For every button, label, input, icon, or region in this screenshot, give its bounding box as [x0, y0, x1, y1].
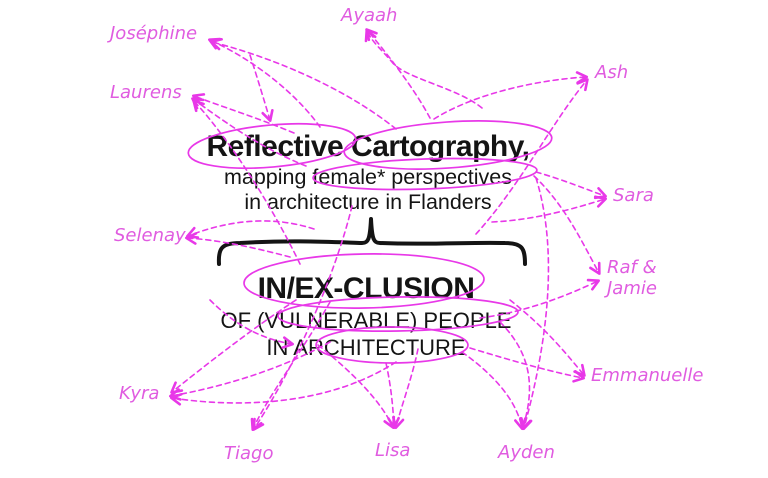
dashed-arrow: [192, 93, 295, 134]
participant-name-ash: Ash: [595, 62, 629, 83]
page-title: Reflective Cartography,: [206, 130, 530, 163]
dashed-arrow: [169, 361, 397, 406]
dashed-arrow: [364, 29, 483, 109]
participant-name-emmanuelle: Emmanuelle: [591, 365, 704, 386]
participant-name-tiago: Tiago: [224, 443, 274, 464]
participant-name-raf-jamie: Raf & Jamie: [607, 257, 657, 299]
dashed-arrow: [249, 54, 274, 122]
participant-name-sara: Sara: [613, 185, 654, 206]
curly-brace: [216, 217, 527, 266]
dashed-arrow: [208, 37, 321, 128]
dashed-arrow: [392, 348, 419, 429]
participant-name-selenay: Selenay: [114, 225, 186, 246]
dashed-arrow: [210, 37, 397, 130]
dashed-arrow: [433, 71, 589, 120]
dashed-arrow: [461, 351, 527, 431]
dashed-arrow: [186, 220, 315, 239]
focus-line-1: OF (VULNERABLE) PEOPLE: [220, 307, 512, 333]
dashed-arrow: [385, 362, 400, 430]
participant-name-ayaah: Ayaah: [341, 5, 398, 26]
participant-name-laurens: Laurens: [110, 82, 182, 103]
participant-name-ayden: Ayden: [498, 442, 555, 463]
dashed-arrow: [184, 232, 291, 258]
focus-line-2: IN ARCHITECTURE: [266, 334, 466, 360]
participant-name-lisa: Lisa: [375, 440, 411, 461]
participant-name-josephine: Joséphine: [110, 23, 198, 44]
dashed-arrow: [365, 28, 431, 119]
participant-name-kyra: Kyra: [119, 383, 160, 404]
